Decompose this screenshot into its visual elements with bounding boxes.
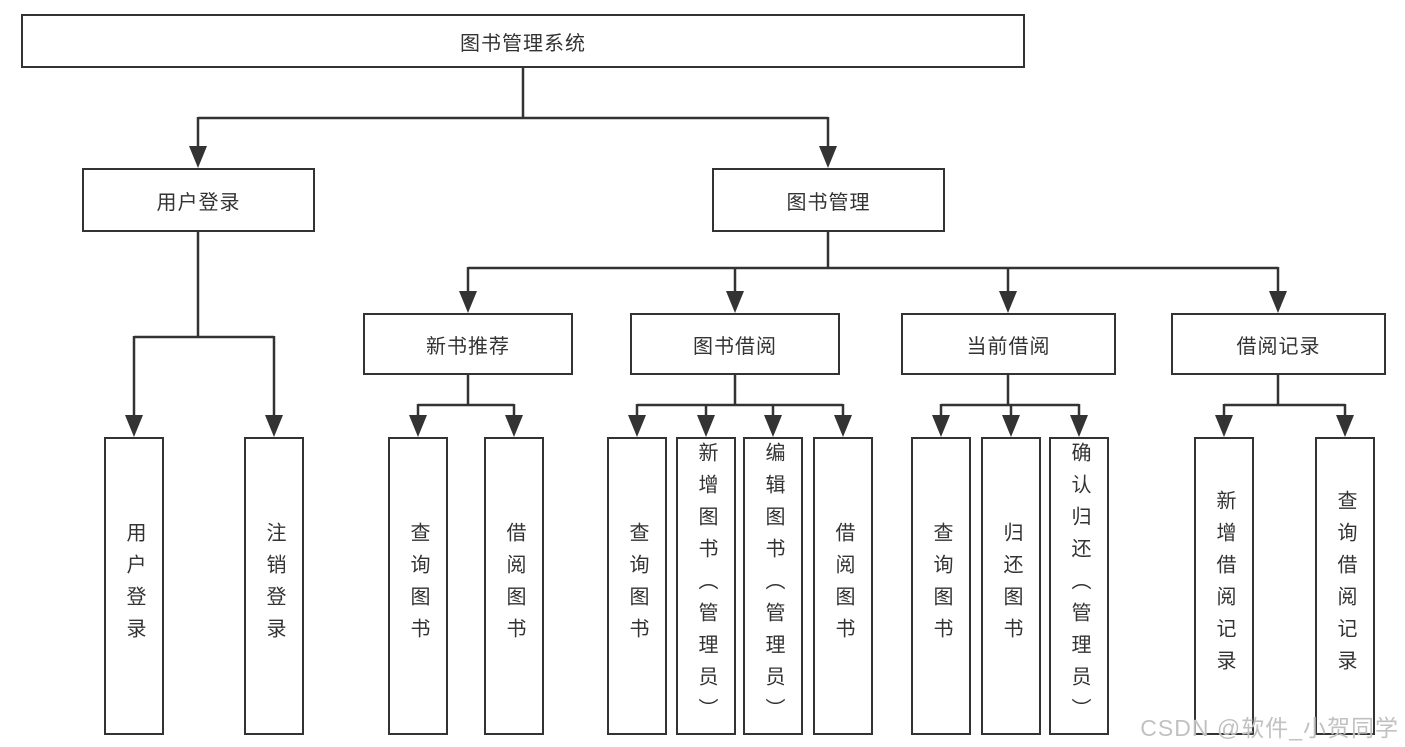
leaf-label: 借阅图书 <box>832 522 854 650</box>
node-label: 用户登录 <box>156 191 241 214</box>
node-new-book-recommend: 新书推荐 <box>363 313 573 375</box>
arrowhead-icon <box>505 415 523 437</box>
leaf-label: 借阅图书 <box>503 522 525 650</box>
leaf-logout: 注销登录 <box>244 437 304 735</box>
leaf-add-books-admin: 新增图书（管理员） <box>676 437 736 735</box>
connector-bookmgmt-to-level3 <box>459 232 1287 313</box>
node-label: 图书管理 <box>786 191 871 214</box>
connector-root-to-level2 <box>189 68 837 168</box>
leaf-edit-books-admin: 编辑图书（管理员） <box>743 437 803 735</box>
csdn-watermark: CSDN @软件_小贺同学 <box>1140 715 1399 741</box>
leaf-query-books: 查询图书 <box>388 437 448 735</box>
node-book-borrowing: 图书借阅 <box>630 313 840 375</box>
connector-records-to-leaves <box>1215 375 1354 437</box>
leaf-label: 确认归还（管理员） <box>1068 442 1090 730</box>
arrowhead-icon <box>265 415 283 437</box>
node-label: 图书管理系统 <box>460 32 586 55</box>
leaf-label: 查询图书 <box>626 522 648 650</box>
leaf-label: 新增图书（管理员） <box>695 442 717 730</box>
arrowhead-icon <box>999 291 1017 313</box>
arrowhead-icon <box>834 415 852 437</box>
leaf-borrow-books: 借阅图书 <box>484 437 544 735</box>
leaf-label: 新增借阅记录 <box>1213 490 1235 682</box>
node-user-login: 用户登录 <box>82 168 315 232</box>
leaf-label: 注销登录 <box>263 522 285 650</box>
node-current-borrowing: 当前借阅 <box>901 313 1116 375</box>
arrowhead-icon <box>1336 415 1354 437</box>
node-borrowing-records: 借阅记录 <box>1171 313 1386 375</box>
arrowhead-icon <box>764 415 782 437</box>
leaf-query-books: 查询图书 <box>607 437 667 735</box>
node-label: 图书借阅 <box>693 335 777 358</box>
arrowhead-icon <box>697 415 715 437</box>
leaf-borrow-books: 借阅图书 <box>813 437 873 735</box>
leaf-query-books: 查询图书 <box>911 437 971 735</box>
leaf-add-borrow-record: 新增借阅记录 <box>1194 437 1254 735</box>
leaf-return-books: 归还图书 <box>981 437 1041 735</box>
node-book-management: 图书管理 <box>712 168 945 232</box>
leaf-label: 归还图书 <box>1000 522 1022 650</box>
leaf-query-borrow-record: 查询借阅记录 <box>1315 437 1375 735</box>
connector-current-to-leaves <box>932 375 1088 437</box>
leaf-label: 查询借阅记录 <box>1334 490 1356 682</box>
arrowhead-icon <box>726 291 744 313</box>
node-library-system: 图书管理系统 <box>21 14 1025 68</box>
arrowhead-icon <box>409 415 427 437</box>
arrowhead-icon <box>189 146 207 168</box>
leaf-label: 查询图书 <box>930 522 952 650</box>
connector-userlogin-to-leaves <box>125 232 283 437</box>
arrowhead-icon <box>459 291 477 313</box>
arrowhead-icon <box>1070 415 1088 437</box>
leaf-label: 用户登录 <box>123 522 145 650</box>
arrowhead-icon <box>932 415 950 437</box>
leaf-label: 查询图书 <box>407 522 429 650</box>
connector-newbook-to-leaves <box>409 375 523 437</box>
node-label: 当前借阅 <box>966 335 1051 358</box>
arrowhead-icon <box>125 415 143 437</box>
leaf-label: 编辑图书（管理员） <box>762 442 784 730</box>
leaf-user-login: 用户登录 <box>104 437 164 735</box>
arrowhead-icon <box>1215 415 1233 437</box>
connector-borrowing-to-leaves <box>628 375 852 437</box>
leaf-confirm-return-admin: 确认归还（管理员） <box>1049 437 1109 735</box>
arrowhead-icon <box>628 415 646 437</box>
node-label: 借阅记录 <box>1236 335 1321 358</box>
node-label: 新书推荐 <box>426 335 510 358</box>
arrowhead-icon <box>1269 291 1287 313</box>
arrowhead-icon <box>1002 415 1020 437</box>
arrowhead-icon <box>819 146 837 168</box>
